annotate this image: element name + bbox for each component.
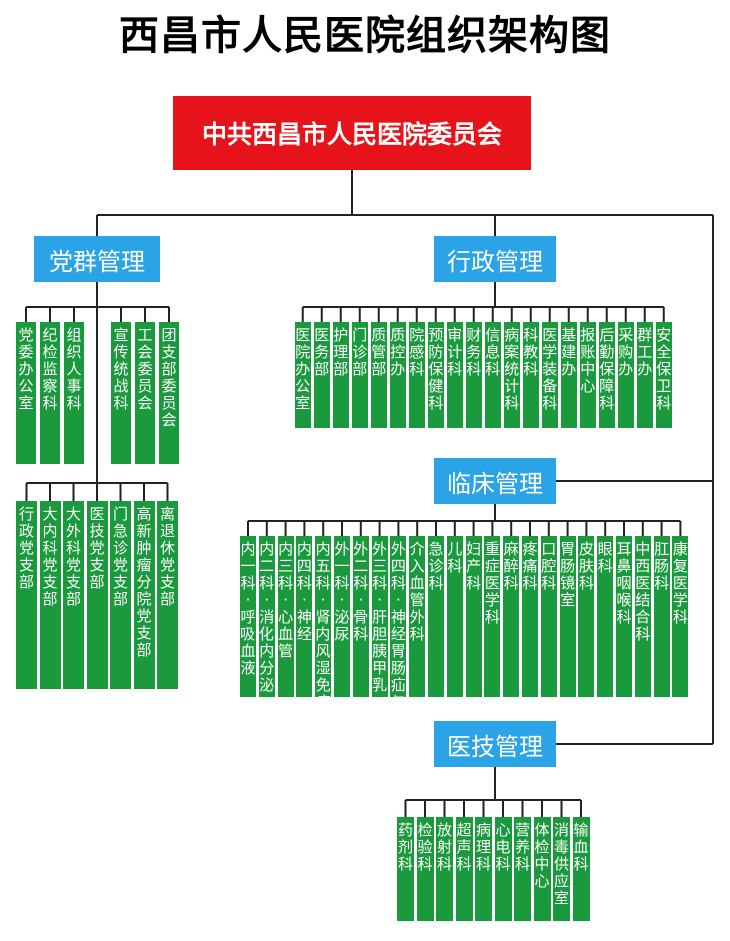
- category-party: 党群管理: [34, 236, 160, 282]
- admin-unit-box: 护理部: [333, 322, 349, 428]
- clinical-unit-box: 儿科: [446, 536, 463, 697]
- clinical-unit-box: 外二科·骨科: [352, 536, 369, 697]
- admin-unit-box: 基建办: [561, 322, 577, 428]
- admin-unit-box: 院感科: [409, 322, 425, 428]
- clinical-unit-box: 耳鼻咽喉科: [616, 536, 632, 697]
- admin-unit-box: 财务科: [466, 322, 482, 428]
- party-office-box: 宣传统战科: [111, 322, 131, 464]
- admin-unit-box: 群工办: [637, 322, 653, 428]
- clinical-unit-box: 康复医学科: [672, 536, 689, 697]
- clinical-unit-box: 外三科·肝胆胰甲乳: [371, 536, 388, 697]
- clinical-unit-box: 眼科: [597, 536, 614, 697]
- tech-unit-box: 病理科: [475, 817, 492, 921]
- clinical-unit-box: 妇产科: [465, 536, 482, 697]
- admin-unit-box: 后勤保障科: [599, 322, 615, 428]
- root-committee-box: 中共西昌市人民医院委员会: [173, 96, 531, 170]
- tech-unit-box: 超声科: [455, 817, 473, 921]
- clinical-unit-box: 内三科·心血管: [277, 536, 294, 697]
- clinical-unit-box: 疼痛科: [522, 536, 538, 697]
- admin-unit-box: 医院办公室: [295, 322, 311, 428]
- party-branch-box: 大外科党支部: [63, 501, 84, 689]
- admin-unit-box: 报账中心: [580, 322, 596, 428]
- party-office-box: 纪检监察科: [40, 322, 60, 464]
- party-branch-box: 高新肿瘤分院党支部: [133, 501, 155, 689]
- clinical-unit-box: 内二科·消化、内分泌: [258, 536, 275, 697]
- clinical-unit-box: 口腔科: [540, 536, 557, 697]
- clinical-unit-box: 介入血管外科: [409, 536, 426, 697]
- tech-unit-box: 营养科: [514, 817, 531, 921]
- admin-unit-box: 门诊部: [352, 322, 368, 428]
- clinical-unit-box: 急诊科: [428, 536, 444, 697]
- admin-unit-box: 医学装备科: [542, 322, 558, 428]
- party-branch-box: 大内科党支部: [39, 501, 61, 689]
- admin-unit-box: 质控办: [390, 322, 406, 428]
- clinical-unit-box: 胃肠镜室: [559, 536, 576, 697]
- clinical-unit-box: 肛肠科: [653, 536, 670, 697]
- clinical-unit-box: 重症医学科: [484, 536, 501, 697]
- tech-unit-box: 消毒供应室: [553, 817, 570, 921]
- admin-unit-box: 审计科: [447, 322, 463, 428]
- party-branch-box: 行政党支部: [16, 501, 37, 689]
- party-office-box: 工会委员会: [135, 322, 155, 464]
- tech-unit-box: 输血科: [572, 817, 590, 921]
- tech-unit-box: 心电科: [494, 817, 512, 921]
- party-office-box: 党委办公室: [16, 322, 36, 464]
- admin-unit-box: 采购办: [618, 322, 634, 428]
- tech-unit-box: 放射科: [436, 817, 453, 921]
- admin-unit-box: 预防保健科: [428, 322, 444, 428]
- category-tech: 医技管理: [434, 721, 556, 767]
- clinical-unit-box: 外一科·泌尿: [334, 536, 350, 697]
- clinical-unit-box: 内一科·呼吸、血液: [240, 536, 256, 697]
- clinical-unit-box: 麻醉科: [503, 536, 520, 697]
- category-admin: 行政管理: [434, 236, 556, 282]
- tech-unit-box: 药剂科: [397, 817, 414, 921]
- clinical-unit-box: 中西医结合科: [634, 536, 651, 697]
- chart-title: 西昌市人民医院组织架构图: [119, 13, 611, 59]
- admin-unit-box: 质管部: [371, 322, 387, 428]
- admin-unit-box: 信息科: [485, 322, 501, 428]
- clinical-unit-box: 皮肤科: [578, 536, 595, 697]
- admin-unit-box: 安全保卫科: [656, 322, 672, 428]
- admin-unit-box: 病案统计科: [504, 322, 520, 428]
- tech-unit-box: 体检中心: [533, 817, 551, 921]
- clinical-unit-box: 内五科·肾内、风湿免疫: [315, 536, 332, 697]
- party-office-box: 团支部委员会: [159, 322, 179, 464]
- clinical-unit-box: 外四科·神经胃肠疝与腹壁: [390, 536, 407, 697]
- admin-unit-box: 医务部: [314, 322, 330, 428]
- party-branch-box: 医技党支部: [86, 501, 108, 689]
- tech-unit-box: 检验科: [416, 817, 434, 921]
- party-branch-box: 门急诊党支部: [110, 501, 131, 689]
- party-branch-box: 离退休党支部: [157, 501, 178, 689]
- clinical-unit-box: 内四科·神经: [296, 536, 313, 697]
- category-clinical: 临床管理: [434, 458, 556, 504]
- party-office-box: 组织人事科: [64, 322, 84, 464]
- admin-unit-box: 科教科: [523, 322, 539, 428]
